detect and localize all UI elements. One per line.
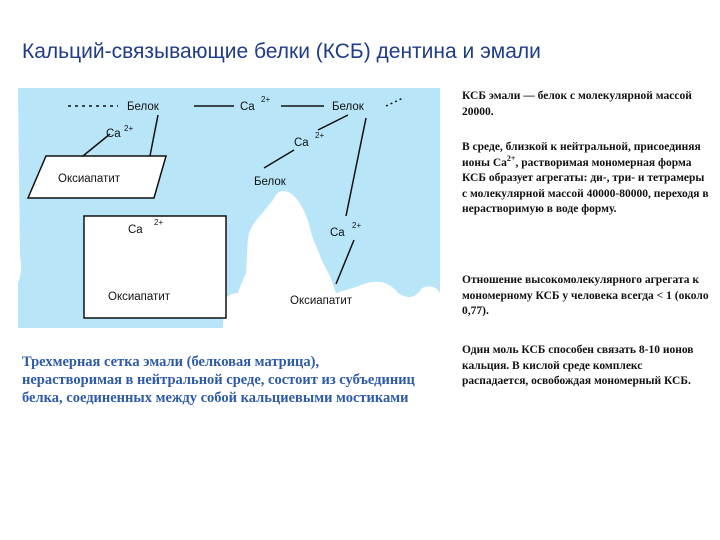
protein-label-top-left: Белок — [127, 101, 160, 113]
oxyapatite-left-crystal — [26, 155, 167, 199]
calcium-label-middle: Ca — [294, 137, 309, 149]
oxyapatite-label-bottom-right: Оксиапатит — [290, 295, 353, 307]
calcium-label-top: Ca — [240, 101, 255, 113]
note-aggregation: В среде, близкой к нейтральной, присоеди… — [462, 140, 712, 218]
calcium-charge-left: 2+ — [124, 124, 133, 133]
line-mid-ca-down — [263, 149, 295, 169]
line-mid-ca-up — [317, 114, 349, 131]
calcium-charge-box: 2+ — [154, 218, 163, 227]
protein-label-middle: Белок — [254, 176, 287, 188]
matrix-background — [18, 88, 440, 328]
calcium-charge-middle: 2+ — [315, 131, 324, 140]
oxyapatite-label-box: Оксиапатит — [108, 291, 171, 303]
line-right-down — [345, 117, 367, 217]
note-aggregation-charge: 2+ — [506, 153, 516, 163]
oxyapatite-label-left: Оксиапатит — [58, 173, 121, 185]
note-protein-mass: КСБ эмали — белок с молекулярной массой … — [462, 90, 692, 118]
line-right-ca-down — [335, 239, 355, 285]
oxyapatite-box-crystal — [83, 215, 227, 319]
calcium-label-box: Ca — [128, 224, 143, 236]
protein-label-top-right: Белок — [332, 101, 365, 113]
matrix-caption: Трехмерная сетка эмали (белковая матрица… — [22, 354, 415, 406]
note-aggregation-part2: , растворимая мономерная форма КСБ образ… — [462, 156, 709, 216]
note-ratio: Отношение высокомолекулярного агрегата к… — [462, 274, 709, 318]
dash-line-right — [385, 97, 404, 107]
page-title: Кальций-связывающие белки (КСБ) дентина … — [22, 40, 541, 63]
note-calcium-binding: Один моль КСБ способен связать 8-10 ионо… — [462, 344, 694, 388]
calcium-label-left: Ca — [106, 128, 121, 140]
enamel-matrix-diagram: Белок Ca 2+ Белок Ca 2+ Ca 2+ Белок Окси… — [18, 88, 440, 328]
note-aggregation-part1: В среде, близкой к нейтральной, присоеди… — [462, 141, 701, 169]
diagram-svg: Белок Ca 2+ Белок Ca 2+ Ca 2+ Белок Окси… — [18, 88, 440, 328]
calcium-label-right: Ca — [330, 227, 345, 239]
calcium-charge-right: 2+ — [352, 221, 361, 230]
calcium-charge-top: 2+ — [261, 95, 270, 104]
